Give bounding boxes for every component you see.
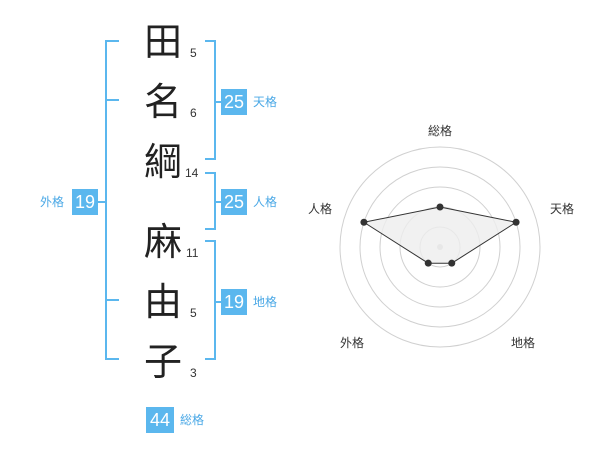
chikaku-bracket-bottom — [205, 358, 216, 360]
tenkaku-label: 天格 — [253, 95, 278, 109]
chikaku-label: 地格 — [253, 295, 278, 309]
gaikaku-tick-1 — [105, 99, 119, 101]
given-strokes-3: 3 — [190, 366, 197, 380]
soukaku-value-badge: 44 — [146, 407, 174, 433]
given-char-2: 由 — [143, 280, 182, 324]
given-char-3: 子 — [143, 340, 182, 384]
gaikaku-bracket-vertical — [105, 40, 107, 360]
gaikaku-value-badge: 19 — [72, 189, 98, 215]
radar-label-tenkaku: 天格 — [550, 202, 575, 216]
surname-char-3: 綱 — [143, 140, 182, 184]
radar-label-soukaku: 総格 — [428, 124, 453, 138]
radar-label-gaikaku: 外格 — [340, 336, 365, 350]
given-char-1: 麻 — [143, 220, 182, 264]
radar-label-chikaku: 地格 — [511, 336, 536, 350]
chikaku-connector — [214, 301, 222, 303]
radar-grid-ring — [379, 186, 501, 308]
tenkaku-value-badge: 25 — [221, 89, 247, 115]
jinkaku-bracket-top — [205, 172, 216, 174]
jinkaku-value-badge: 25 — [221, 189, 247, 215]
gaikaku-bracket-bottom — [105, 358, 119, 360]
gaikaku-label: 外格 — [40, 195, 65, 209]
radar-grid-ring — [339, 146, 541, 348]
radar-grid-ring — [359, 166, 521, 328]
radar-point-2 — [448, 259, 456, 267]
jinkaku-bracket-bottom — [205, 228, 216, 230]
jinkaku-connector — [214, 201, 222, 203]
radar-data-polygon — [362, 206, 518, 264]
surname-char-1: 田 — [143, 20, 182, 64]
jinkaku-label: 人格 — [253, 195, 278, 209]
given-strokes-2: 5 — [190, 306, 197, 320]
gaikaku-connector — [98, 201, 106, 203]
radar-point-1 — [512, 218, 520, 226]
surname-char-2: 名 — [143, 80, 182, 124]
chikaku-bracket-vertical — [214, 240, 216, 360]
radar-point-4 — [360, 218, 368, 226]
tenkaku-bracket-bottom — [205, 158, 216, 160]
radar-label-jinkaku: 人格 — [308, 202, 333, 216]
fortune-radar-chart: 総格 天格 地格 外格 人格 — [300, 110, 590, 370]
tenkaku-bracket-vertical — [214, 40, 216, 160]
chikaku-bracket-top — [205, 240, 216, 242]
surname-strokes-2: 6 — [190, 106, 197, 120]
gaikaku-tick-2 — [105, 299, 119, 301]
radar-svg — [339, 146, 541, 348]
given-strokes-1: 11 — [186, 246, 199, 260]
soukaku-label: 総格 — [180, 413, 205, 427]
surname-strokes-1: 5 — [190, 46, 197, 60]
tenkaku-connector — [214, 101, 222, 103]
radar-point-3 — [424, 259, 432, 267]
surname-strokes-3: 14 — [185, 166, 199, 180]
chikaku-value-badge: 19 — [221, 289, 247, 315]
gaikaku-bracket-top — [105, 40, 119, 42]
radar-point-0 — [436, 203, 444, 211]
tenkaku-bracket-top — [205, 40, 216, 42]
